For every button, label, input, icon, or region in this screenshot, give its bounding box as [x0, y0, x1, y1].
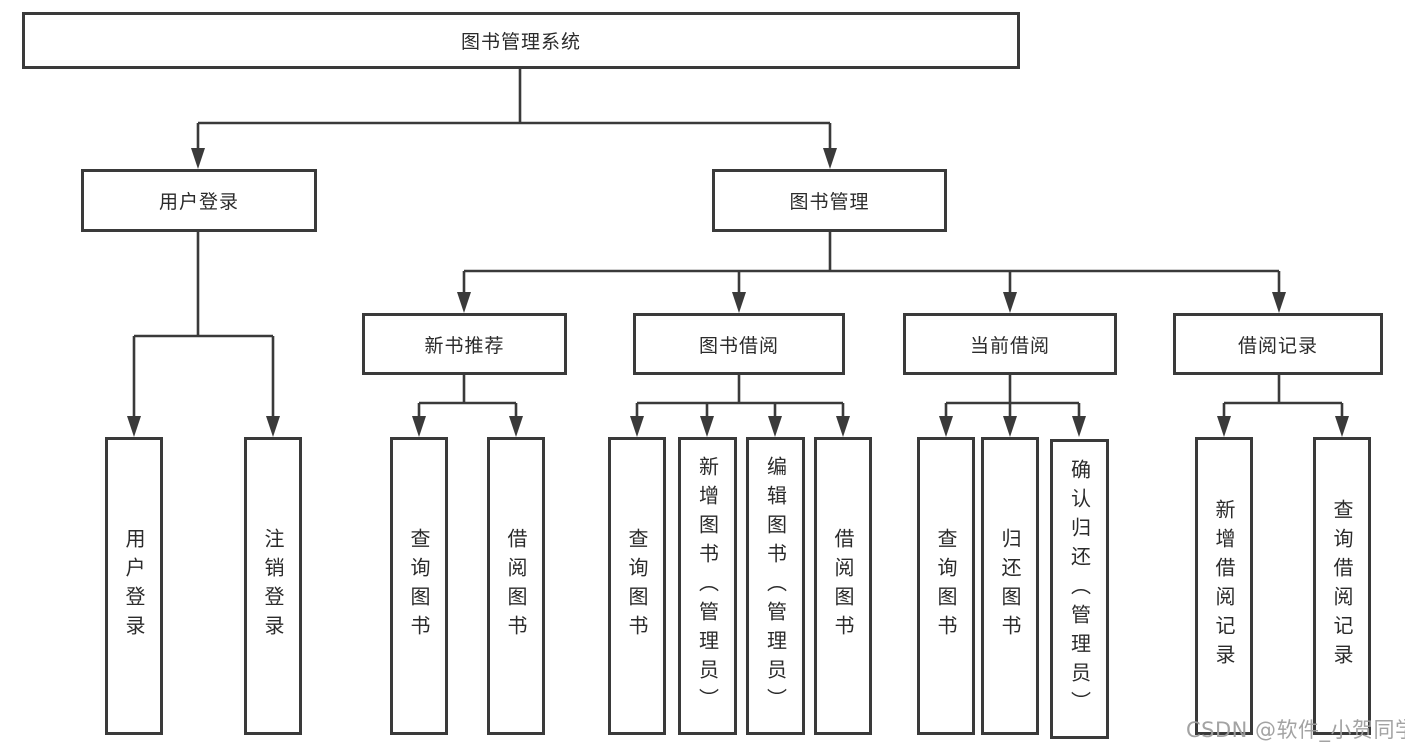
leaf-borrow-books-borrowing: 借阅图书 [814, 437, 872, 735]
node-label: 用户登录 [158, 191, 239, 213]
node-label: 确认归还（管理员） [1067, 458, 1092, 720]
node-label: 注销登录 [261, 528, 285, 644]
node-label: 查询图书 [934, 528, 958, 644]
node-label: 新增图书（管理员） [695, 455, 720, 717]
node-root-library-system: 图书管理系统 [22, 12, 1020, 69]
node-label: 查询借阅记录 [1330, 499, 1354, 673]
node-label: 图书管理 [789, 191, 870, 213]
leaf-add-borrow-record: 新增借阅记录 [1195, 437, 1253, 735]
leaf-query-books-current: 查询图书 [917, 437, 975, 735]
node-label: 借阅图书 [831, 528, 855, 644]
node-label: 用户登录 [122, 528, 146, 644]
node-label: 图书管理系统 [460, 31, 581, 53]
node-label: 归还图书 [998, 528, 1022, 644]
node-label: 借阅图书 [504, 528, 528, 644]
leaf-borrow-books-recommend: 借阅图书 [487, 437, 545, 735]
leaf-query-books-recommend: 查询图书 [390, 437, 448, 735]
node-label: 新增借阅记录 [1212, 499, 1236, 673]
node-label: 当前借阅 [969, 334, 1050, 357]
csdn-watermark: CSDN @软件_小贺同学 [1186, 718, 1405, 742]
leaf-return-books: 归还图书 [981, 437, 1039, 735]
node-book-management-module: 图书管理 [712, 169, 947, 232]
leaf-logout: 注销登录 [244, 437, 302, 735]
leaf-query-books-borrowing: 查询图书 [608, 437, 666, 735]
node-current-borrowing: 当前借阅 [903, 313, 1117, 375]
node-new-book-recommend: 新书推荐 [362, 313, 567, 375]
leaf-query-borrow-record: 查询借阅记录 [1313, 437, 1371, 735]
node-label: 新书推荐 [424, 334, 505, 357]
node-label: 借阅记录 [1237, 334, 1318, 357]
leaf-add-books-admin: 新增图书（管理员） [678, 437, 737, 735]
leaf-edit-books-admin: 编辑图书（管理员） [746, 437, 805, 735]
node-book-borrowing: 图书借阅 [633, 313, 845, 375]
node-user-login-module: 用户登录 [81, 169, 317, 232]
leaf-user-login: 用户登录 [105, 437, 163, 735]
arrowhead-icons [127, 148, 1349, 437]
leaf-confirm-return-admin: 确认归还（管理员） [1050, 439, 1109, 739]
node-label: 图书借阅 [698, 334, 779, 357]
node-label: 查询图书 [625, 528, 649, 644]
node-borrowing-records: 借阅记录 [1173, 313, 1383, 375]
node-label: 编辑图书（管理员） [763, 455, 788, 717]
node-label: 查询图书 [407, 528, 431, 644]
